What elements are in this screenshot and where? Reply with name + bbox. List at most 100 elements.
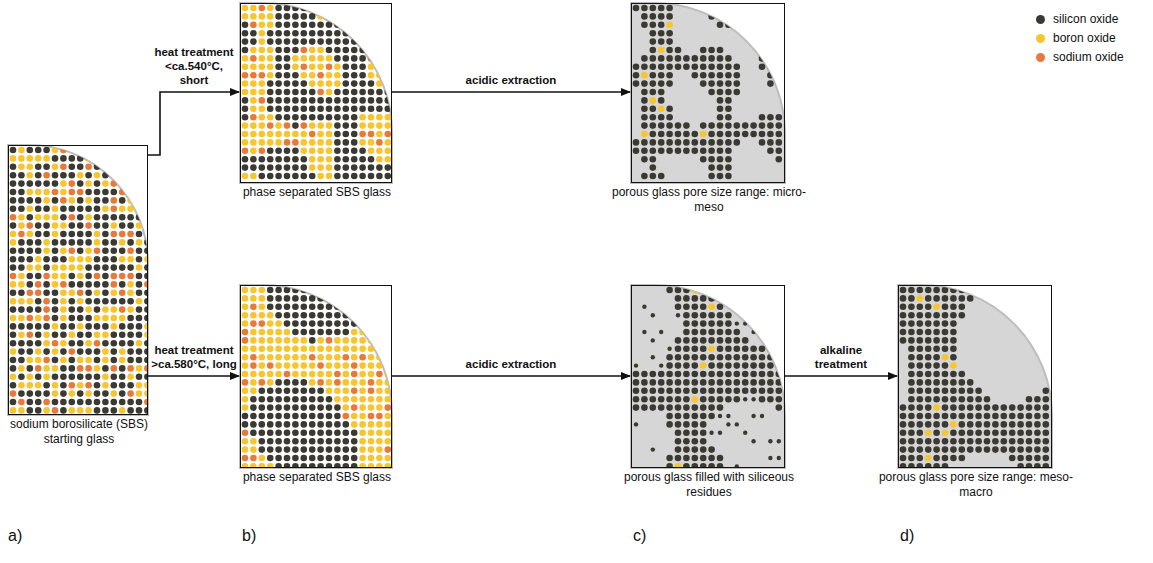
oxide-particle: [267, 55, 274, 62]
oxide-particle: [658, 64, 665, 71]
oxide-particle: [94, 256, 101, 263]
oxide-particle: [267, 47, 274, 54]
oxide-particle: [267, 346, 274, 353]
oxide-particle: [725, 362, 732, 369]
oxide-particle: [119, 306, 126, 313]
oxide-particle: [917, 430, 924, 437]
oxide-particle: [368, 106, 375, 113]
oxide-particle: [641, 371, 648, 378]
oxide-particle: [734, 122, 741, 129]
oxide-particle: [776, 64, 783, 71]
oxide-particle: [368, 329, 375, 336]
oxide-particle: [359, 329, 366, 336]
oxide-particle: [1009, 421, 1016, 428]
oxide-particle: [334, 30, 341, 37]
oxide-particle: [309, 396, 316, 403]
oxide-particle: [119, 374, 126, 381]
oxide-particle: [267, 320, 274, 327]
oxide-particle: [284, 89, 291, 96]
oxide-particle: [242, 47, 249, 54]
oxide-particle: [666, 114, 673, 121]
oxide-particle: [750, 388, 757, 395]
oxide-particle: [43, 264, 50, 271]
oxide-particle: [136, 155, 143, 162]
oxide-particle: [77, 399, 84, 406]
oxide-particle: [309, 430, 316, 437]
oxide-particle: [301, 312, 308, 319]
oxide-particle: [658, 388, 665, 395]
oxide-particle: [43, 323, 50, 330]
oxide-particle: [250, 22, 257, 29]
oxide-particle: [692, 304, 699, 311]
oxide-particle: [309, 404, 316, 411]
oxide-particle: [700, 421, 707, 428]
oxide-particle: [292, 106, 299, 113]
oxide-particle: [376, 80, 383, 87]
oxide-particle: [267, 413, 274, 420]
oxide-particle: [967, 295, 974, 302]
glass-disc: [898, 285, 1052, 468]
oxide-particle: [10, 172, 17, 179]
oxide-particle: [242, 122, 249, 129]
oxide-particle: [675, 396, 682, 403]
oxide-particle: [1017, 287, 1024, 294]
oxide-particle: [776, 30, 783, 37]
oxide-particle: [242, 72, 249, 79]
oxide-particle: [292, 346, 299, 353]
oxide-particle: [666, 371, 673, 378]
oxide-particle: [301, 346, 308, 353]
oxide-particle: [326, 320, 333, 327]
oxide-particle: [259, 114, 266, 121]
oxide-particle: [359, 379, 366, 386]
oxide-particle: [127, 214, 134, 221]
oxide-particle: [343, 337, 350, 344]
oxide-particle: [284, 30, 291, 37]
oxide-particle: [767, 354, 774, 361]
oxide-particle: [259, 430, 266, 437]
oxide-particle: [708, 379, 715, 386]
oxide-particle: [776, 354, 783, 361]
oxide-particle: [94, 172, 101, 179]
oxide-particle: [343, 455, 350, 462]
oxide-particle: [301, 404, 308, 411]
oxide-particle: [368, 295, 375, 302]
oxide-particle: [326, 106, 333, 113]
oxide-particle: [334, 106, 341, 113]
oxide-particle: [641, 55, 648, 62]
oxide-particle: [950, 295, 957, 302]
oxide-particle: [692, 64, 699, 71]
oxide-particle: [959, 413, 966, 420]
oxide-particle: [309, 455, 316, 462]
oxide-particle: [343, 5, 350, 12]
oxide-particle: [18, 374, 25, 381]
oxide-particle: [385, 396, 392, 403]
oxide-particle: [267, 295, 274, 302]
oxide-particle: [10, 315, 17, 322]
oxide-particle: [52, 374, 59, 381]
oxide-particle: [359, 38, 366, 45]
oxide-particle: [708, 80, 715, 87]
oxide-particle: [136, 197, 143, 204]
oxide-particle: [650, 371, 657, 378]
oxide-particle: [700, 379, 707, 386]
oxide-particle: [60, 214, 67, 221]
oxide-particle: [950, 430, 957, 437]
oxide-particle: [275, 446, 282, 453]
oxide-particle: [60, 273, 67, 280]
oxide-particle: [334, 421, 341, 428]
oxide-particle: [967, 430, 974, 437]
oxide-particle: [917, 320, 924, 327]
oxide-particle: [77, 298, 84, 305]
oxide-particle: [242, 354, 249, 361]
oxide-particle: [992, 421, 999, 428]
oxide-particle: [267, 421, 274, 428]
oxide-particle: [925, 312, 932, 319]
oxide-particle: [692, 413, 699, 420]
oxide-particle: [102, 365, 109, 372]
oxide-particle: [52, 197, 59, 204]
oxide-particle: [359, 55, 366, 62]
oxide-particle: [385, 404, 392, 411]
oxide-particle: [52, 399, 59, 406]
oxide-particle: [708, 13, 715, 20]
oxide-particle: [10, 239, 17, 246]
